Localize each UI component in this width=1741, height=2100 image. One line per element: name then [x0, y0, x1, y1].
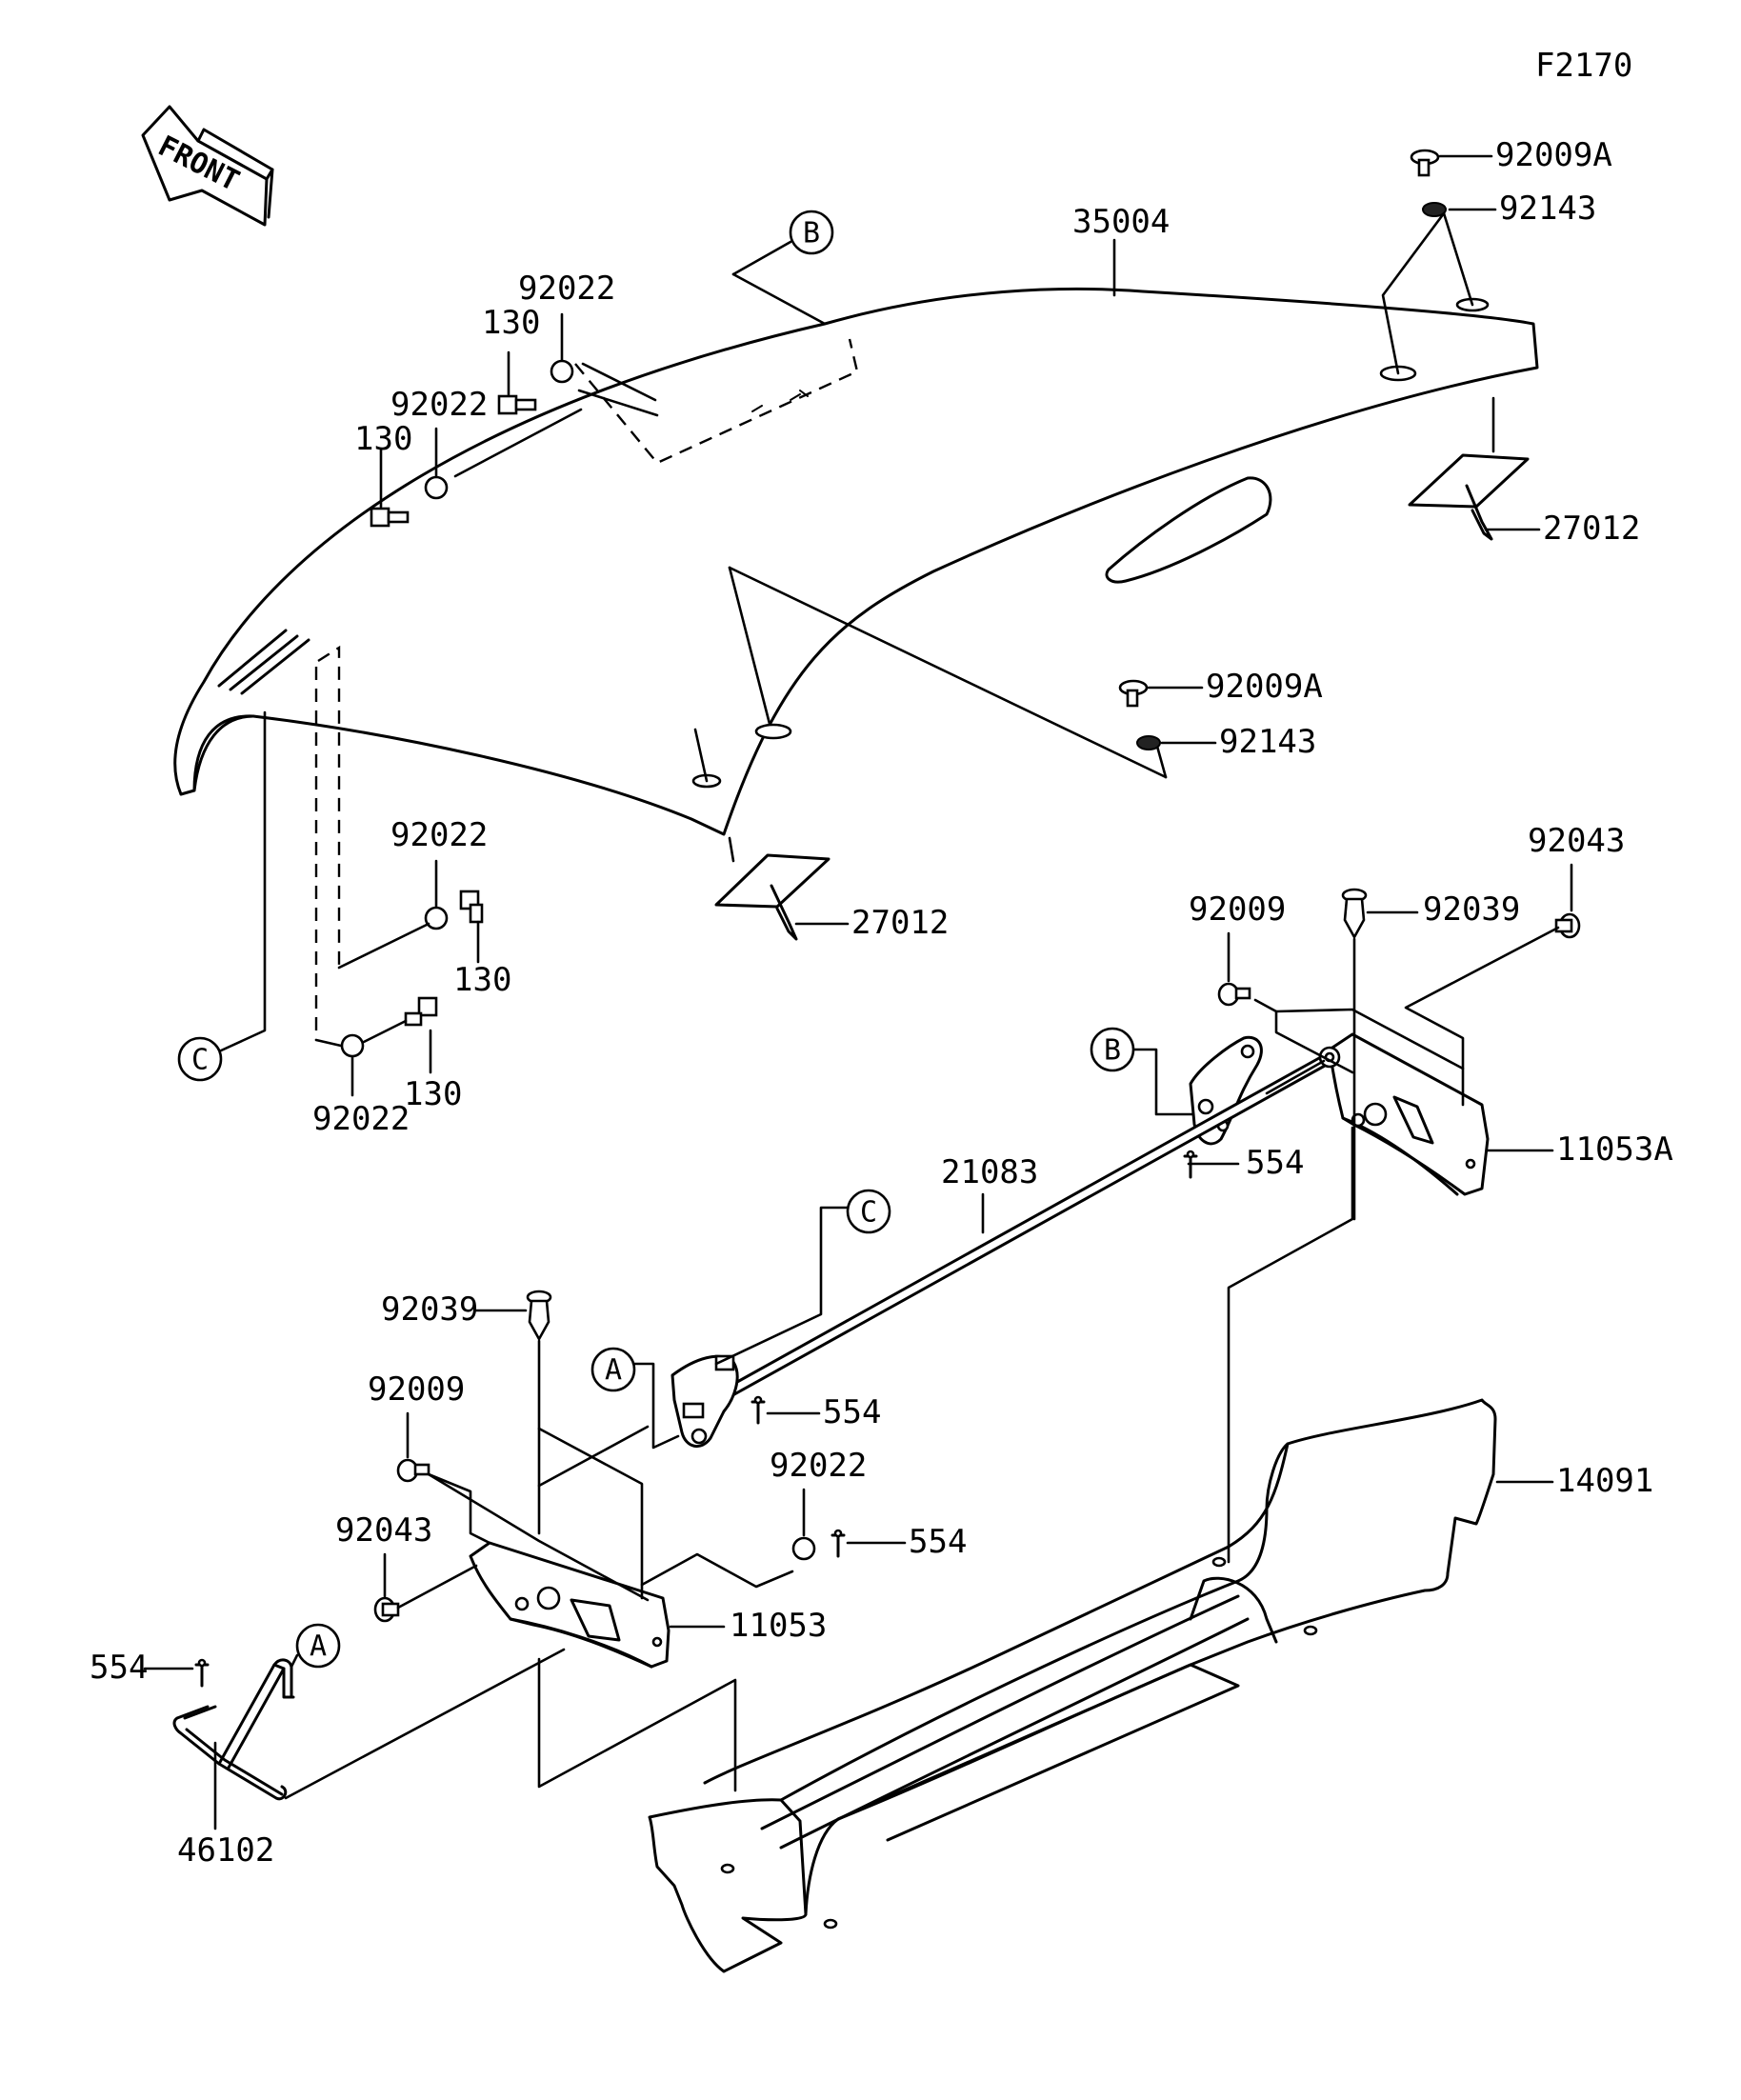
svg-text:B: B [803, 217, 820, 250]
svg-text:B: B [1104, 1034, 1121, 1068]
cotter-pin-554-d [194, 1658, 210, 1688]
label-554-c: 554 [909, 1523, 967, 1561]
label-27012-left: 27012 [851, 904, 949, 942]
bolt-130-a [497, 394, 537, 415]
label-11053A: 11053A [1556, 1130, 1673, 1169]
label-130-c: 130 [453, 961, 511, 999]
label-130-d: 130 [404, 1075, 462, 1113]
callout-c-left: C [177, 1036, 223, 1082]
front-direction-arrow: FRONT [141, 105, 274, 227]
label-92043-left: 92043 [335, 1511, 432, 1550]
label-35004: 35004 [1072, 203, 1170, 241]
washer-92022-b [424, 475, 449, 500]
top-leaders [453, 211, 1495, 863]
label-92009-left: 92009 [368, 1370, 465, 1409]
washer-92022-e [791, 1536, 816, 1561]
label-92039-right: 92039 [1423, 890, 1520, 929]
figure-code: F2170 [1535, 47, 1632, 85]
left-leaders [284, 1339, 794, 1800]
nut-92143-top [1422, 202, 1447, 217]
screw-92009-right [1217, 982, 1251, 1007]
bracket-27012-left [714, 853, 850, 941]
top-panel-35004 [173, 287, 1539, 836]
callout-a-mid: A [590, 1347, 636, 1392]
rod-plate-left [670, 1354, 739, 1448]
label-92022-d: 92022 [312, 1100, 410, 1138]
label-92009-right: 92009 [1189, 890, 1286, 929]
label-27012-right: 27012 [1543, 510, 1640, 548]
bolt-130-c [459, 890, 484, 924]
callout-a-lower: A [290, 1623, 341, 1669]
lock-rod-46102 [172, 1658, 295, 1830]
bolt-92043-right [1554, 912, 1581, 939]
svg-text:A: A [310, 1630, 327, 1664]
label-130-b: 130 [354, 420, 412, 458]
label-92022-a: 92022 [518, 270, 615, 308]
washer-92022-d [340, 1033, 365, 1058]
label-92143-top: 92143 [1499, 190, 1596, 228]
clip-92039-right [1341, 888, 1368, 940]
cotter-pin-554-a [1183, 1150, 1198, 1179]
right-leaders [630, 863, 1573, 1564]
washer-92022-a [550, 359, 574, 384]
svg-text:C: C [860, 1196, 877, 1230]
rod-plate-right [1189, 1035, 1263, 1146]
callout-b-right: B [1090, 1027, 1135, 1072]
screw-92009-left [396, 1458, 430, 1483]
screw-92009A-mid [1118, 679, 1149, 708]
label-92043-right: 92043 [1528, 822, 1625, 860]
label-92022-c: 92022 [390, 816, 488, 854]
label-92009A-top: 92009A [1495, 136, 1612, 174]
svg-text:A: A [605, 1354, 622, 1388]
label-21083: 21083 [941, 1153, 1038, 1191]
bracket-27012-right [1408, 453, 1541, 541]
cotter-pin-554-b [750, 1395, 766, 1425]
label-14091: 14091 [1556, 1462, 1653, 1500]
bolt-130-d [404, 996, 438, 1027]
washer-92022-c [424, 906, 449, 930]
label-92022-e: 92022 [770, 1447, 867, 1485]
nut-92143-mid [1136, 735, 1161, 750]
under-tray-14091 [648, 1398, 1554, 1973]
hidden-line-c [317, 645, 341, 968]
label-92039-left: 92039 [381, 1290, 478, 1329]
label-554-a: 554 [1246, 1144, 1304, 1182]
screw-92009A-top [1410, 149, 1440, 177]
bolt-130-b [370, 507, 410, 528]
label-11053: 11053 [730, 1607, 827, 1645]
bracket-11053 [469, 1541, 726, 1669]
label-92009A-mid: 92009A [1206, 668, 1323, 706]
label-46102: 46102 [177, 1831, 274, 1870]
callout-b-top: B [731, 210, 834, 276]
cotter-pin-554-c [830, 1529, 846, 1558]
rod-21083 [703, 1046, 1341, 1410]
label-92022-b: 92022 [390, 386, 488, 424]
label-554-d: 554 [90, 1649, 148, 1687]
label-92143-mid: 92143 [1219, 723, 1316, 761]
label-130-a: 130 [482, 304, 540, 342]
svg-text:C: C [191, 1044, 209, 1077]
clip-92039-left [526, 1290, 552, 1342]
bracket-11053A [1328, 1032, 1554, 1196]
callout-c-mid: C [846, 1189, 891, 1234]
bolt-92043-left [373, 1596, 400, 1623]
label-554-b: 554 [823, 1393, 881, 1431]
